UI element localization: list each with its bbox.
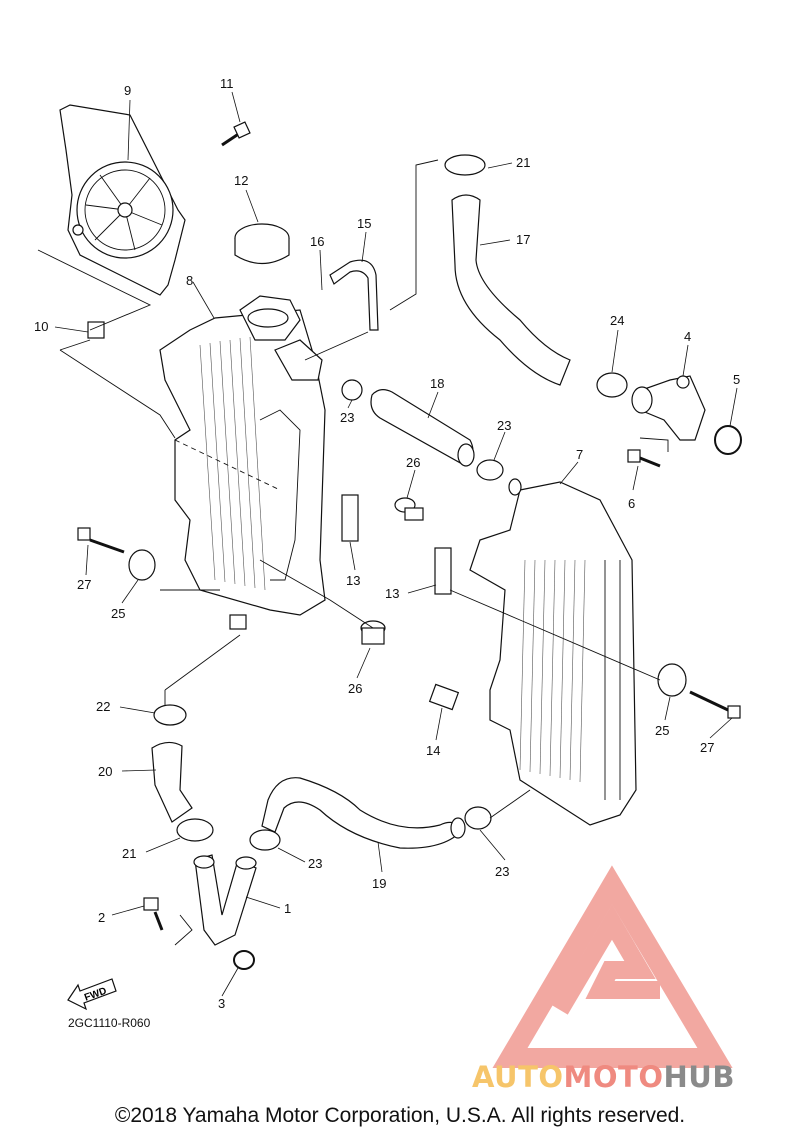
callout-8: 8	[186, 273, 193, 288]
callout-9: 9	[124, 83, 131, 98]
hose-19	[261, 777, 463, 849]
callout-11: 11	[220, 76, 234, 91]
bolt-11	[221, 121, 251, 147]
o-ring-5	[714, 425, 742, 455]
callout-26: 26	[406, 455, 420, 470]
callout-18: 18	[430, 376, 444, 391]
leader-lines	[54, 91, 738, 997]
copyright-notice: ©2018 Yamaha Motor Corporation, U.S.A. A…	[114, 1104, 686, 1127]
bolt-27-left	[77, 527, 125, 554]
watermark-brand-text: AUTOMOTOHUB	[472, 1060, 735, 1094]
callout-6: 6	[628, 496, 635, 511]
clamp-21-low	[176, 818, 214, 842]
guide-lines	[37, 159, 669, 946]
clamp-23-upper	[341, 379, 363, 401]
collar-26-upper	[394, 497, 424, 521]
callout-5: 5	[733, 372, 740, 387]
callout-2: 2	[98, 910, 105, 925]
clamp-23-mid	[476, 459, 504, 481]
fan-shroud	[59, 104, 186, 296]
callout-21: 21	[516, 155, 530, 170]
callout-12: 12	[234, 173, 248, 188]
damper-13-left	[341, 494, 359, 542]
grommet-25-left	[128, 549, 156, 581]
hose-15	[329, 259, 379, 331]
callout-20: 20	[98, 764, 112, 779]
callout-7: 7	[576, 447, 583, 462]
clamp-24	[596, 372, 628, 398]
radiator-cap	[234, 223, 290, 265]
callout-24: 24	[610, 313, 624, 328]
pipe-1	[193, 854, 257, 946]
callout-labels: 9 11 12 16 15 21 17 8 10 24 4 5 18 23 23…	[34, 76, 740, 1011]
callout-13: 13	[385, 586, 399, 601]
brand-part-1: AUTO	[472, 1060, 564, 1094]
o-ring-3	[233, 950, 255, 970]
callout-23: 23	[495, 864, 509, 879]
callout-16: 16	[310, 234, 324, 249]
damper-14	[428, 683, 460, 711]
callout-27: 27	[700, 740, 714, 755]
brand-part-2: MOTO	[563, 1060, 664, 1094]
callout-15: 15	[357, 216, 371, 231]
hose-20	[151, 741, 193, 823]
callout-25: 25	[655, 723, 669, 738]
callout-25: 25	[111, 606, 125, 621]
callout-22: 22	[96, 699, 110, 714]
bolt-27-right	[689, 690, 741, 719]
callout-1: 1	[284, 901, 291, 916]
collar-26-lower	[360, 620, 386, 645]
callout-23: 23	[497, 418, 511, 433]
callout-4: 4	[684, 329, 691, 344]
callout-26: 26	[348, 681, 362, 696]
clamp-21-top	[444, 154, 486, 176]
grommet-25-right	[657, 663, 687, 697]
clamp-23-low-left	[249, 829, 281, 851]
callout-17: 17	[516, 232, 530, 247]
forward-arrow-icon: FWD	[67, 978, 117, 1011]
callout-21: 21	[122, 846, 136, 861]
callout-10: 10	[34, 319, 48, 334]
clamp-23-low-right	[464, 806, 492, 830]
callout-19: 19	[372, 876, 386, 891]
hose-17	[451, 194, 571, 386]
callout-3: 3	[218, 996, 225, 1011]
diagram-code: 2GC1110-R060	[68, 1016, 151, 1030]
damper-13-right	[434, 547, 452, 595]
brand-part-3: HUB	[663, 1060, 735, 1094]
callout-23: 23	[340, 410, 354, 425]
callout-14: 14	[426, 743, 440, 758]
radiator-right	[469, 478, 637, 826]
radiator-left	[159, 295, 326, 630]
bolt-2	[143, 897, 164, 931]
callout-13: 13	[346, 573, 360, 588]
bolt-6	[627, 449, 661, 468]
union-4	[631, 375, 706, 441]
callout-23: 23	[308, 856, 322, 871]
callout-27: 27	[77, 577, 91, 592]
watermark-triangle-logo	[492, 865, 733, 1068]
clamp-22	[153, 704, 187, 726]
